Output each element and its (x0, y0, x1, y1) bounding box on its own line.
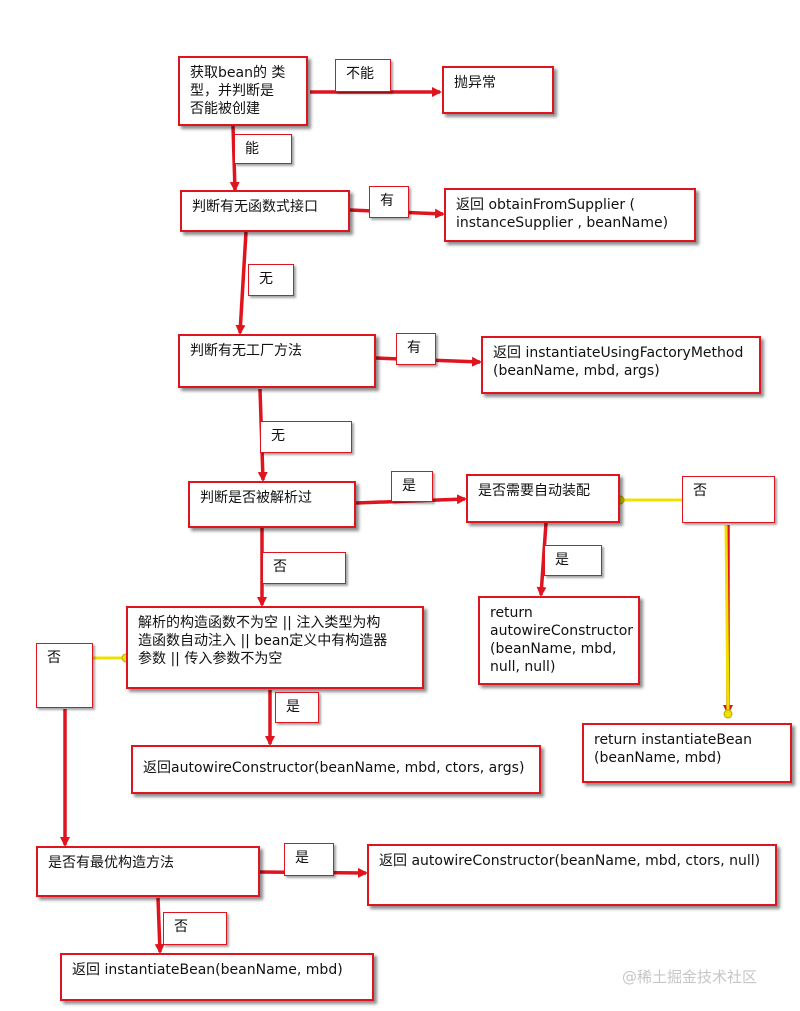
node-supplier-check: 判断有无函数式接口 (180, 190, 350, 232)
label-can: 能 (234, 134, 292, 164)
label-no-3: 否 (36, 643, 93, 708)
label-has-2: 有 (396, 333, 436, 365)
node-ctor-condition: 解析的构造函数不为空 || 注入类型为构 造函数自动注入 || bean定义中有… (126, 606, 424, 689)
node-return-instantiate-2: 返回 instantiateBean(beanName, mbd) (60, 953, 374, 1001)
label-has-1: 有 (369, 186, 409, 218)
node-resolved-check: 判断是否被解析过 (188, 481, 356, 528)
node-autowire-needed: 是否需要自动装配 (466, 474, 620, 523)
label-none-1: 无 (248, 264, 294, 296)
node-throw: 抛异常 (442, 66, 554, 114)
watermark: @稀土掘金技术社区 (622, 968, 758, 986)
node-return-autowire-null: return autowireConstructor (beanName, mb… (478, 596, 640, 685)
label-none-2: 无 (260, 421, 352, 453)
node-return-factory: 返回 instantiateUsingFactoryMethod (beanNa… (481, 336, 761, 394)
label-cannot: 不能 (335, 59, 391, 92)
label-yes-1: 是 (391, 471, 433, 502)
label-yes-4: 是 (284, 843, 334, 876)
arrow-yes-2 (536, 522, 548, 597)
label-no-1: 否 (262, 552, 346, 584)
yellow-connector-down (724, 524, 730, 713)
node-get-type: 获取bean的 类 型，并判断是 否能被创建 (178, 56, 308, 126)
node-factory-check: 判断有无工厂方法 (178, 334, 376, 388)
label-yes-3: 是 (275, 692, 319, 723)
arrow-no-4 (154, 897, 165, 954)
yellow-dot-instantiate (723, 709, 733, 719)
arrow-none-1 (235, 231, 248, 335)
node-return-instantiate-1: return instantiateBean (beanName, mbd) (582, 723, 792, 783)
node-return-autowire-ctors-null: 返回 autowireConstructor(beanName, mbd, ct… (367, 844, 777, 906)
label-no-4: 否 (163, 912, 227, 945)
label-no-2: 否 (682, 476, 775, 523)
node-return-autowire-ctors-args: 返回autowireConstructor(beanName, mbd, cto… (131, 745, 541, 794)
node-best-ctor-check: 是否有最优构造方法 (36, 846, 260, 897)
node-return-supplier: 返回 obtainFromSupplier ( instanceSupplier… (444, 188, 696, 242)
label-yes-2: 是 (544, 545, 602, 576)
